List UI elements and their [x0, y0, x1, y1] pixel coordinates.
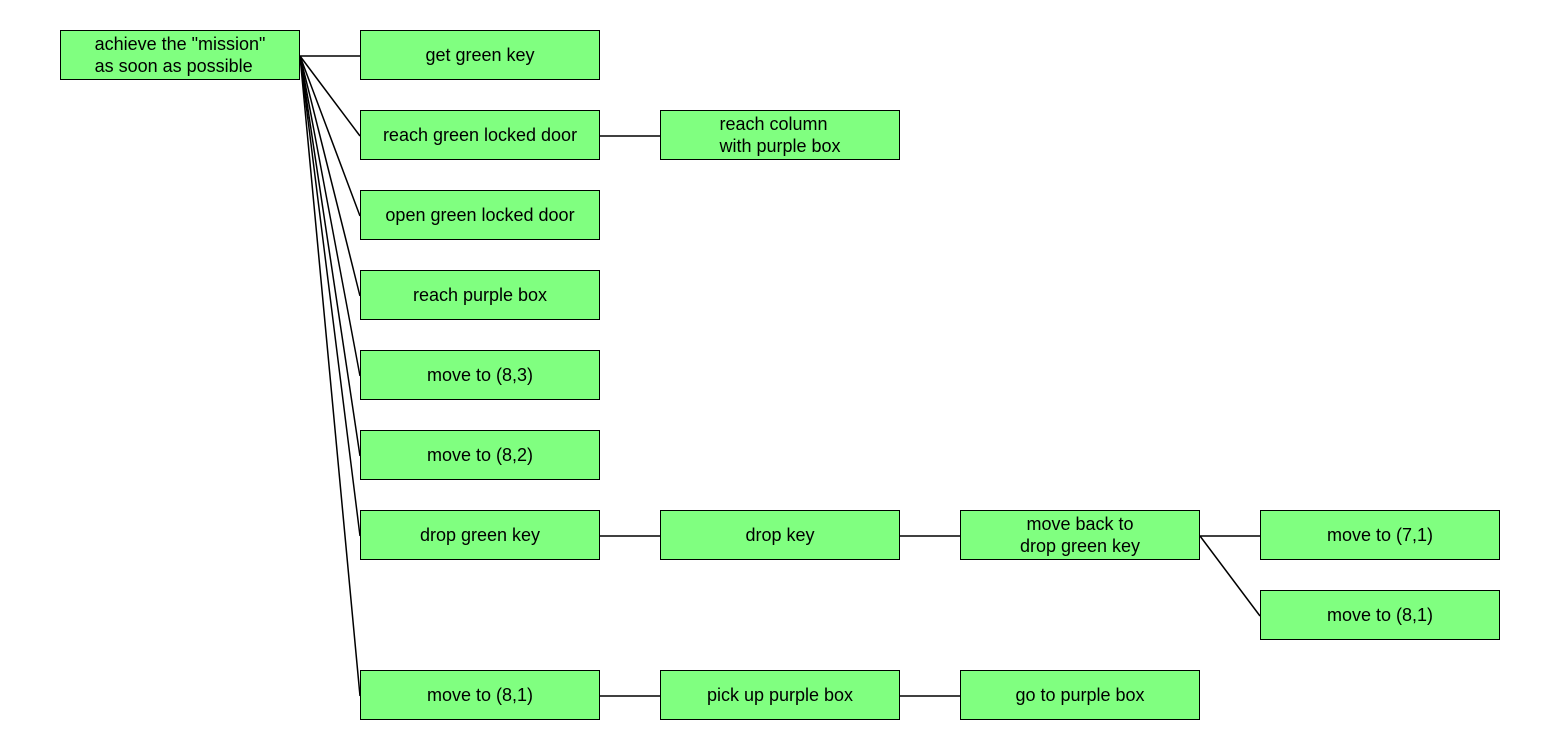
edge-root-to-reach-purple-box — [299, 55, 361, 297]
node-reach-purple-box: reach purple box — [360, 270, 600, 320]
node-move-to-8-1-b: move to (8,1) — [1260, 590, 1500, 640]
node-move-to-8-1-a: move to (8,1) — [360, 670, 600, 720]
node-drop-key: drop key — [660, 510, 900, 560]
node-drop-green-key: drop green key — [360, 510, 600, 560]
node-pick-up-purple-box: pick up purple box — [660, 670, 900, 720]
edge-root-to-reach-green-locked-door — [299, 55, 361, 137]
node-move-to-7-1: move to (7,1) — [1260, 510, 1500, 560]
node-move-to-8-3: move to (8,3) — [360, 350, 600, 400]
node-reach-column-with-purple-box: reach column with purple box — [660, 110, 900, 160]
node-go-to-purple-box: go to purple box — [960, 670, 1200, 720]
node-reach-green-locked-door: reach green locked door — [360, 110, 600, 160]
edge-move-back-to-drop-green-key-to-move-to-8-1-b — [1199, 535, 1261, 617]
edge-root-to-open-green-locked-door — [299, 55, 361, 217]
edge-root-to-drop-green-key — [299, 55, 361, 537]
node-root: achieve the "mission" as soon as possibl… — [60, 30, 300, 80]
edge-root-to-move-to-8-3 — [299, 55, 361, 377]
node-move-back-to-drop-green-key: move back to drop green key — [960, 510, 1200, 560]
node-move-to-8-2: move to (8,2) — [360, 430, 600, 480]
edge-root-to-move-to-8-2 — [299, 55, 361, 457]
edge-root-to-move-to-8-1-a — [299, 55, 361, 697]
node-get-green-key: get green key — [360, 30, 600, 80]
node-open-green-locked-door: open green locked door — [360, 190, 600, 240]
